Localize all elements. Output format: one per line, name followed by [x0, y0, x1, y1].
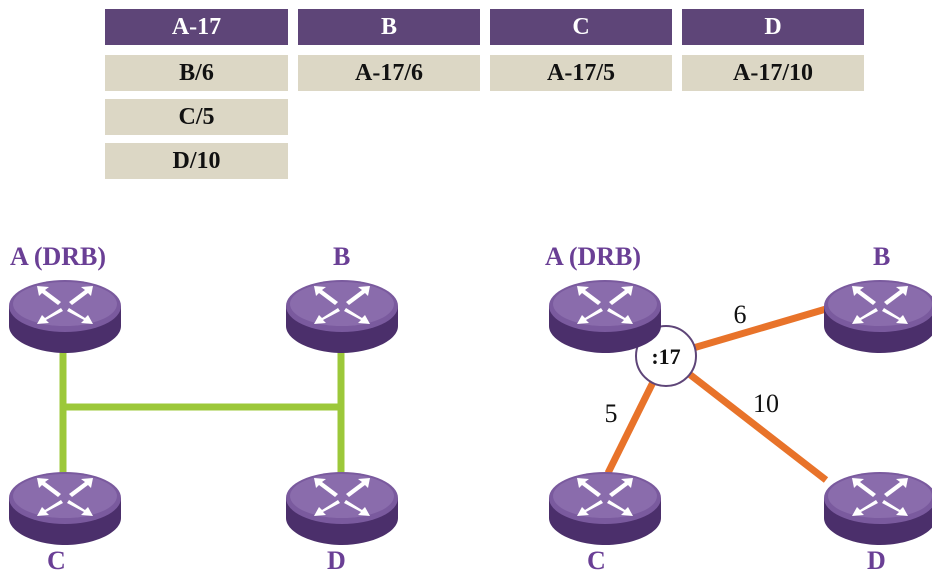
router-b-right-icon — [822, 278, 932, 354]
weight-label-b: 6 — [734, 300, 747, 329]
table-header-b: B — [298, 9, 480, 45]
router-label-c-right: C — [587, 546, 606, 575]
pseudonode-circle — [635, 325, 697, 387]
table-header-c: C — [490, 9, 672, 45]
router-c-icon — [7, 470, 123, 546]
table-cell-a17-1: B/6 — [105, 55, 288, 91]
weight-label-d: 10 — [753, 389, 779, 418]
router-label-a-right: A (DRB) — [545, 242, 642, 271]
router-label-b-right: B — [873, 242, 891, 271]
router-label-c: C — [47, 546, 66, 575]
table-cell-c-1: A-17/5 — [490, 55, 672, 91]
table-cell-b-1: A-17/6 — [298, 55, 480, 91]
router-a-right-icon — [547, 278, 663, 354]
table-cell-a17-3: D/10 — [105, 143, 288, 179]
table-cell-d-1: A-17/10 — [682, 55, 864, 91]
router-a-icon — [7, 278, 123, 354]
link-hub-d — [663, 353, 829, 483]
router-c-right-icon — [547, 470, 663, 546]
router-d-icon — [284, 470, 400, 546]
router-label-d: D — [327, 546, 346, 575]
router-label-a: A (DRB) — [10, 242, 107, 271]
weight-label-c: 5 — [605, 399, 618, 428]
router-d-right-icon — [822, 470, 932, 546]
router-label-d-right: D — [867, 546, 886, 575]
pseudonode-label: :17 — [651, 344, 680, 369]
router-label-b: B — [333, 242, 351, 271]
table-cell-a17-2: C/5 — [105, 99, 288, 135]
table-header-a17: A-17 — [105, 9, 288, 45]
router-b-icon — [284, 278, 400, 354]
table-header-d: D — [682, 9, 864, 45]
